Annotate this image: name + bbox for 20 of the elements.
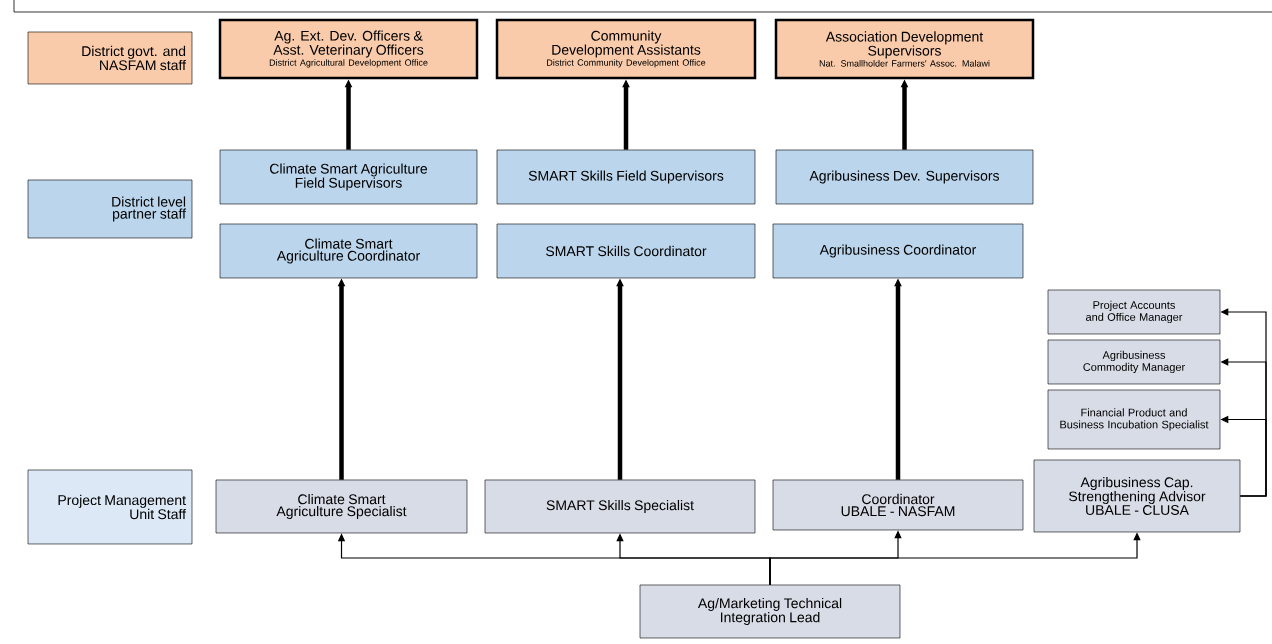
- row-label: District level partner staff: [27, 179, 193, 239]
- staff-box: Project Accounts and Office Manager: [1047, 289, 1221, 335]
- staff-box: Agribusiness Cap. Strengthening Advisor UBALE - CLUSA: [1033, 459, 1241, 533]
- staff-box: Climate Smart Agriculture Specialist: [215, 479, 468, 534]
- staff-box: Agribusiness Dev. Supervisors: [775, 149, 1034, 205]
- staff-box: SMART Skills Specialist: [484, 479, 756, 534]
- staff-box: Agribusiness Coordinator: [772, 223, 1024, 279]
- staff-box: Ag/Marketing Technical Integration Lead: [639, 584, 901, 639]
- staff-box: Coordinator UBALE - NASFAM: [772, 479, 1024, 531]
- staff-box: Financial Product and Business Incubation Specialist: [1047, 389, 1221, 450]
- office-box: Community Development Assistants District Community Development Office: [495, 18, 757, 80]
- row-label: Project Management Unit Staff: [27, 469, 193, 545]
- staff-box: SMART Skills Field Supervisors: [496, 149, 756, 205]
- office-box: Association Development Supervisors Nat. Smallholder Farmers' Assoc. Malawi: [774, 18, 1035, 80]
- office-box: Ag. Ext. Dev. Officers & Asst. Veterinary Officers District Agricultural Development Office: [218, 18, 479, 80]
- staff-box: Climate Smart Agriculture Coordinator: [219, 223, 478, 279]
- staff-box: Agribusiness Commodity Manager: [1047, 339, 1221, 385]
- staff-box: Climate Smart Agriculture Field Supervisors: [219, 149, 478, 205]
- row-label: District govt. and NASFAM staff: [27, 31, 193, 85]
- staff-box: SMART Skills Coordinator: [496, 223, 756, 279]
